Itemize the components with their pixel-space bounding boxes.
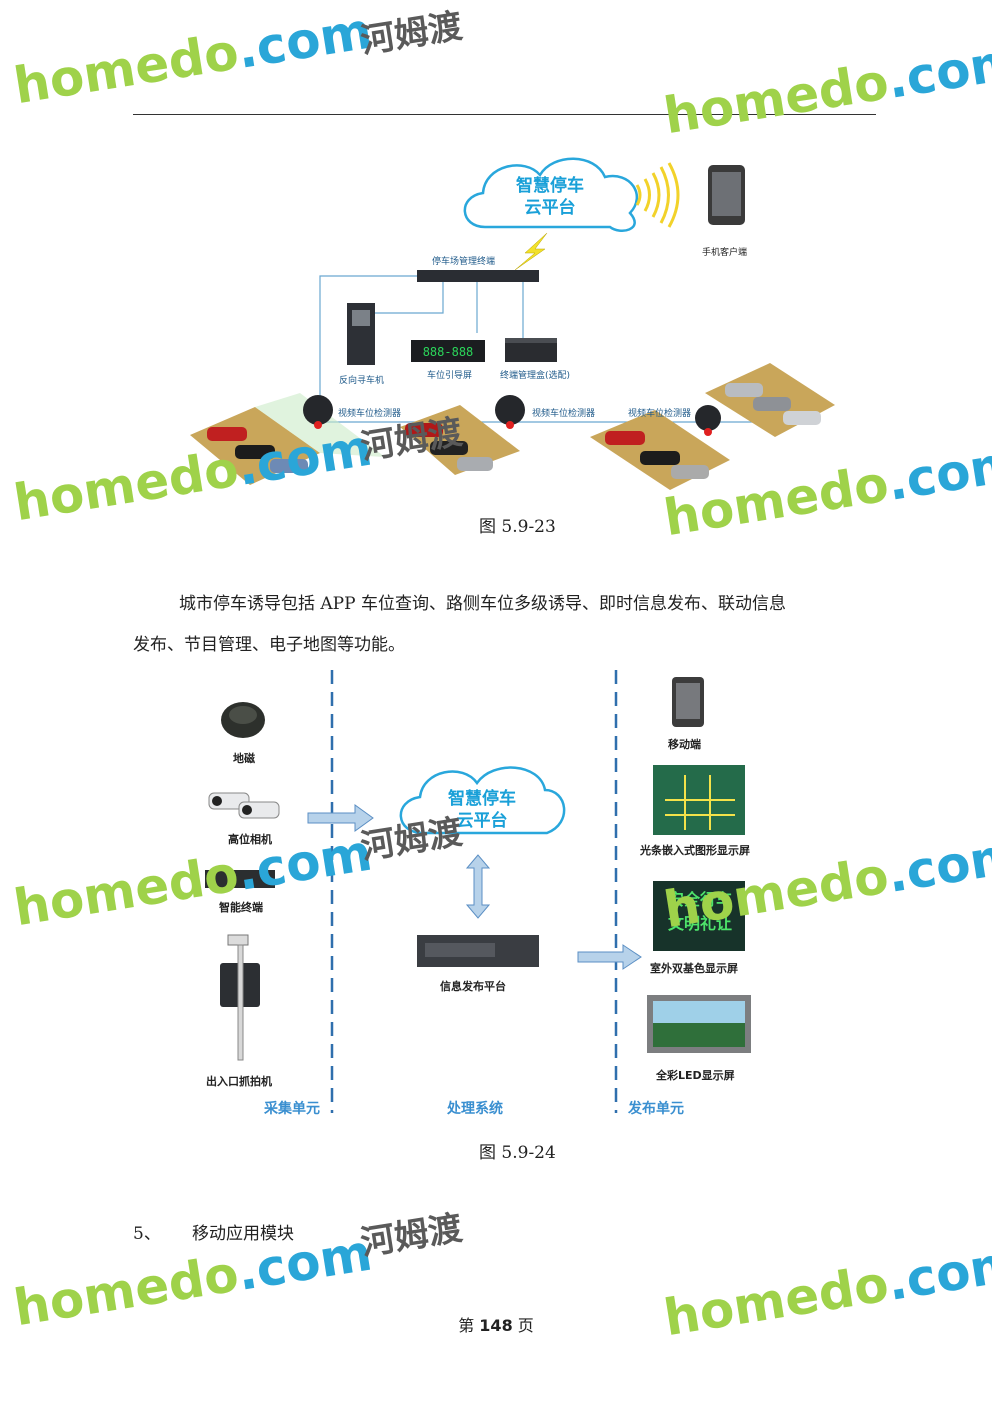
smart-terminal-icon — [205, 870, 275, 888]
lightning-icon — [514, 232, 548, 271]
svg-text:888-888: 888-888 — [423, 345, 474, 359]
collect-item-label: 高位相机 — [228, 833, 272, 846]
section-title: 移动应用模块 — [192, 1224, 294, 1244]
video-detector-icon — [303, 395, 721, 436]
info-publish-server-icon — [417, 935, 539, 967]
kiosk-label: 反向寻车机 — [339, 376, 385, 386]
figure-caption: 图 5.9-24 — [479, 1143, 556, 1163]
bidirectional-arrow — [465, 854, 491, 919]
detector-label: 视频车位检测器 — [338, 409, 402, 419]
cloud-platform-icon — [463, 157, 638, 232]
publish-item-label: 光条嵌入式图形显示屏 — [640, 844, 750, 857]
body-paragraph-cont: 发布、节目管理、电子地图等功能。 — [133, 625, 878, 666]
footer-prefix: 第 — [458, 1316, 475, 1335]
detector-label: 视频车位检测器 — [532, 409, 596, 419]
graphic-display-screen-icon — [653, 765, 745, 835]
guide-screen-label: 车位引导屏 — [427, 371, 473, 381]
geomagnetic-sensor-icon — [221, 702, 265, 738]
terminal-box-label: 终端管理盒(选配) — [500, 371, 571, 381]
page-number: 148 — [479, 1316, 513, 1335]
led-message: 安全行车文明礼让 — [667, 890, 732, 933]
mobile-phone-icon — [672, 677, 704, 727]
cloud-title: 智慧停车云平台 — [516, 176, 584, 218]
parking-lot-right — [590, 363, 835, 490]
collect-item-label: 地磁 — [233, 752, 255, 765]
unit-label-collect: 采集单元 — [264, 1101, 320, 1117]
page-footer: 第 148 页 — [0, 1312, 992, 1336]
collect-item-label: 智能终端 — [219, 901, 263, 914]
watermark-cn: 河姆渡 — [358, 1208, 466, 1264]
watermark-cn: 河姆渡 — [358, 6, 466, 62]
watermark: homedo.com — [660, 31, 992, 146]
header-rule — [133, 114, 876, 115]
server-label: 信息发布平台 — [440, 980, 506, 993]
manager-terminal-label: 停车场管理终端 — [432, 257, 496, 267]
unit-dividers — [330, 670, 618, 1113]
entrance-camera-icon — [220, 934, 260, 1061]
publish-item-label: 移动端 — [668, 738, 701, 751]
detector-label: 视频车位检测器 — [628, 409, 692, 419]
publish-item-label: 全彩LED显示屏 — [656, 1069, 735, 1082]
kiosk-icon — [347, 303, 375, 365]
figure-parking-system-diagram: 888-888 — [190, 157, 835, 490]
terminal-box-icon — [505, 338, 557, 362]
cloud-platform-icon — [399, 766, 566, 835]
high-camera-icon — [208, 792, 280, 819]
signal-waves-icon — [635, 162, 680, 228]
footer-suffix: 页 — [517, 1316, 534, 1335]
figure-caption: 图 5.9-23 — [479, 517, 556, 537]
guide-screen-icon: 888-888 — [411, 340, 485, 362]
output-arrow — [577, 944, 642, 970]
paragraph-line: 发布、节目管理、电子地图等功能。 — [133, 635, 405, 655]
parking-manager-terminal — [417, 270, 539, 282]
mobile-client-label: 手机客户端 — [702, 248, 748, 258]
input-arrow — [307, 804, 374, 832]
paragraph-line: 城市停车诱导包括 APP 车位查询、路侧车位多级诱导、即时信息发布、联动信息 — [179, 594, 786, 614]
cloud-title: 智慧停车云平台 — [448, 789, 516, 831]
figure-parking-guidance-diagram — [205, 670, 751, 1113]
outdoor-led-screen-icon — [653, 881, 745, 951]
body-paragraph: 城市停车诱导包括 APP 车位查询、路侧车位多级诱导、即时信息发布、联动信息 — [133, 584, 878, 625]
mobile-phone-icon — [708, 165, 745, 225]
section-number: 5、 — [133, 1224, 161, 1244]
publish-item-label: 室外双基色显示屏 — [650, 962, 738, 975]
full-color-led-screen-icon — [647, 995, 751, 1053]
unit-label-process: 处理系统 — [447, 1101, 503, 1117]
parking-lot-middle — [400, 405, 520, 475]
unit-label-publish: 发布单元 — [628, 1101, 684, 1117]
watermark: homedo.com — [10, 1, 376, 116]
collect-item-label: 出入口抓拍机 — [206, 1075, 272, 1088]
